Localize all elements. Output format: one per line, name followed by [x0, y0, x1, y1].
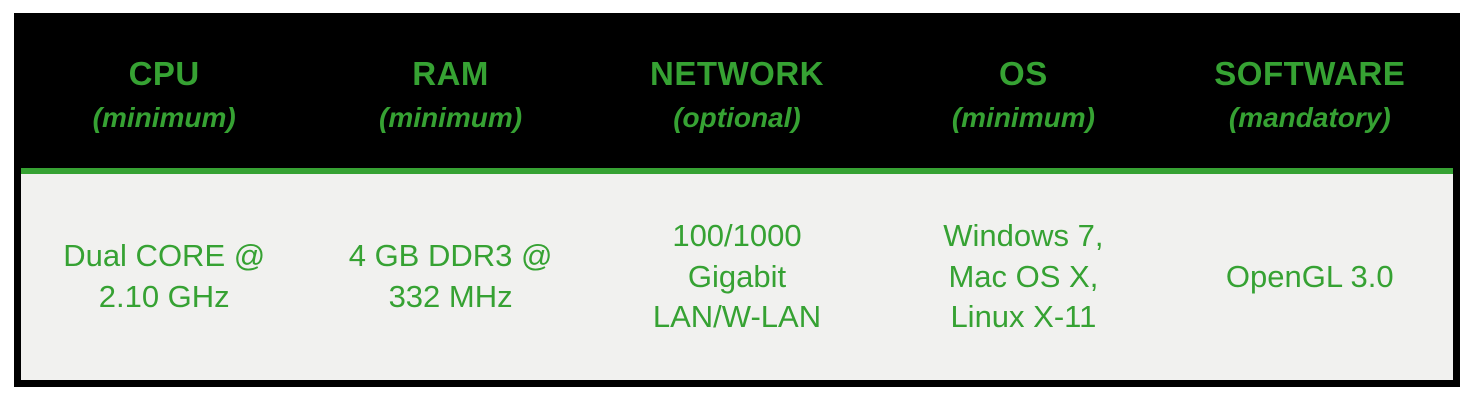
value-cell-os: Windows 7, Mac OS X, Linux X-11: [943, 217, 1104, 335]
table-body-row: Dual CORE @ 2.10 GHz 4 GB DDR3 @ 332 MHz…: [21, 174, 1453, 380]
column-title-cpu: CPU: [128, 54, 200, 92]
column-qualifier-cpu: (minimum): [92, 101, 236, 133]
system-requirements-table: CPU (minimum) RAM (minimum) NETWORK (opt…: [14, 13, 1460, 387]
value-cell-software: OpenGL 3.0: [1225, 258, 1394, 294]
column-title-software: SOFTWARE: [1214, 54, 1406, 92]
table-header-row: CPU (minimum) RAM (minimum) NETWORK (opt…: [21, 20, 1453, 168]
column-title-ram: RAM: [412, 54, 489, 92]
header-cell-ram: RAM (minimum): [307, 55, 593, 134]
header-body-divider: [21, 168, 1453, 174]
column-title-network: NETWORK: [650, 54, 824, 92]
column-qualifier-os: (minimum): [951, 101, 1095, 133]
header-cell-network: NETWORK (optional): [594, 55, 880, 134]
value-cell-cpu: Dual CORE @ 2.10 GHz: [63, 238, 266, 314]
column-qualifier-ram: (minimum): [379, 101, 523, 133]
header-cell-software: SOFTWARE (mandatory): [1167, 55, 1453, 134]
column-title-os: OS: [999, 54, 1048, 92]
value-cell-ram: 4 GB DDR3 @ 332 MHz: [348, 238, 553, 314]
header-cell-cpu: CPU (minimum): [21, 55, 307, 134]
column-qualifier-software: (mandatory): [1228, 101, 1391, 133]
value-cell-network: 100/1000 Gigabit LAN/W-LAN: [652, 217, 822, 335]
header-cell-os: OS (minimum): [880, 55, 1166, 134]
column-qualifier-network: (optional): [673, 101, 801, 133]
